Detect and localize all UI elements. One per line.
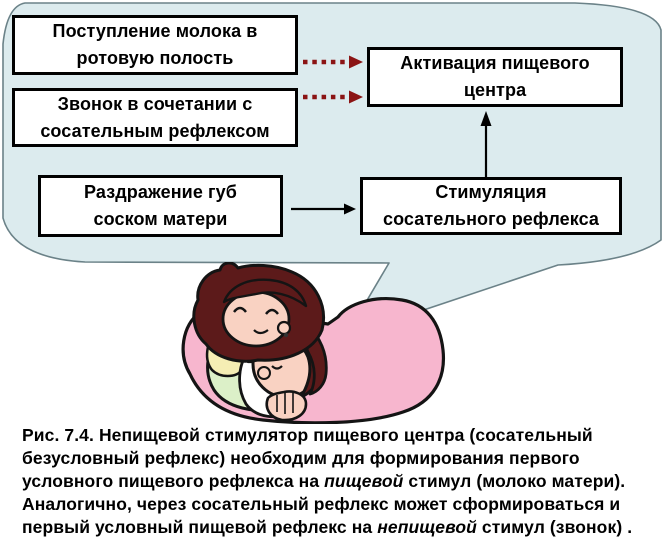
mother-ear [276, 320, 292, 336]
caption-line: первый условный пищевой рефлекс на непищ… [22, 517, 633, 537]
flow-box-bell: Звонок в сочетании с сосательным рефлекс… [12, 88, 298, 147]
figure-caption: Рис. 7.4. Непищевой стимулятор пищевого … [22, 424, 658, 539]
solid-arrow-sucking-to-center [480, 111, 492, 177]
caption-line: Рис. 7.4. Непищевой стимулятор пищевого … [22, 425, 593, 445]
caption-line: Аналогично, через сосательный рефлекс мо… [22, 494, 621, 514]
box-label-line: Активация пищевого [400, 53, 590, 73]
box-label-line: ротовую полость [76, 48, 234, 68]
flow-box-milk-intake: Поступление молока в ротовую полость [12, 15, 298, 75]
box-label-line: сосательным рефлексом [40, 120, 270, 141]
flow-box-food-center: Активация пищевого центра [367, 47, 623, 107]
mother-face [221, 278, 308, 348]
box-label-line: Стимуляция [435, 182, 547, 202]
box-label-line: центра [463, 80, 527, 100]
caption-line: безусловный рефлекс) необходим для форми… [22, 448, 580, 468]
dotted-arrow-milk-to-center [303, 55, 363, 69]
box-label-line: сосательного рефлекса [382, 209, 600, 229]
box-label-line: Звонок в сочетании с [57, 93, 253, 114]
box-label-line: Поступление молока в [52, 21, 258, 41]
box-label-line: соском матери [93, 209, 228, 229]
earring [283, 332, 289, 338]
mother-fingers [265, 390, 308, 422]
box-label-line: Раздражение губ [84, 182, 237, 202]
flow-box-sucking-stimulation: Стимуляция сосательного рефлекса [360, 177, 622, 235]
flow-box-lip-irritation: Раздражение губ соском матери [38, 175, 283, 237]
mother-baby-illustration [181, 262, 446, 424]
dotted-arrow-bell-to-center [303, 90, 363, 104]
caption-line: условного пищевого рефлекса на пищевой с… [22, 471, 626, 491]
solid-arrow-lips-to-sucking [291, 203, 356, 215]
flow-arrows [291, 55, 492, 215]
mother-hair-fringe [222, 278, 308, 308]
